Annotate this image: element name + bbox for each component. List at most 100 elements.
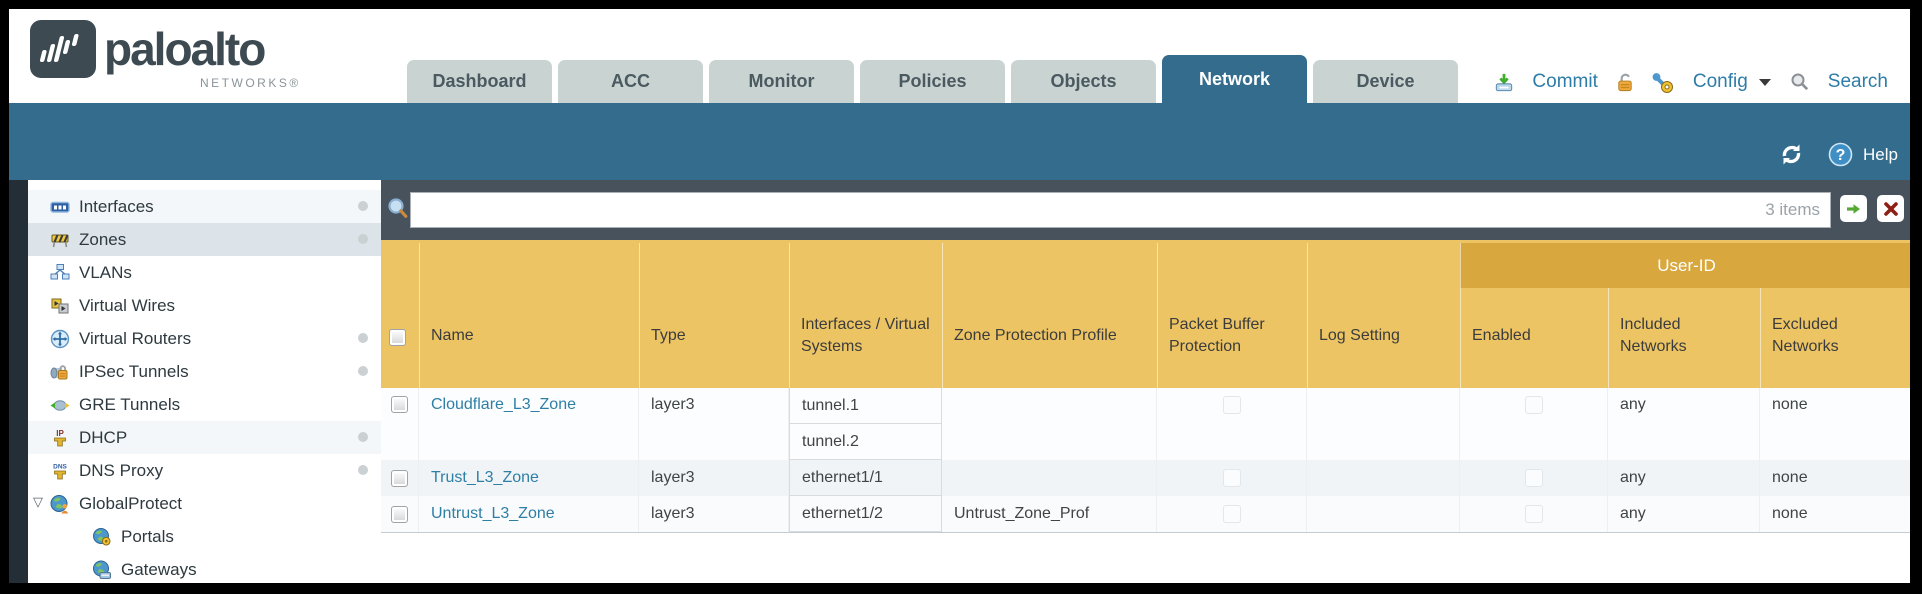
sidebar-item-virtual-wires[interactable]: Virtual Wires xyxy=(28,289,381,322)
tab-monitor[interactable]: Monitor xyxy=(709,60,854,103)
column-header-intf[interactable]: Interfaces / Virtual Systems xyxy=(801,316,930,355)
select-all-checkbox[interactable] xyxy=(389,329,406,346)
status-dot xyxy=(358,333,368,343)
dhcp-icon: IP xyxy=(50,428,70,448)
search-icon xyxy=(1790,72,1810,92)
header-divider xyxy=(419,243,420,388)
sidebar-item-gre-tunnels[interactable]: GRE Tunnels xyxy=(28,388,381,421)
packet-buffer-checkbox[interactable] xyxy=(1222,505,1241,523)
chevron-down-icon[interactable] xyxy=(1758,78,1771,86)
svg-text:?: ? xyxy=(1836,147,1846,164)
sidebar-item-portals[interactable]: Portals xyxy=(28,520,381,553)
tab-acc[interactable]: ACC xyxy=(558,60,703,103)
refresh-icon[interactable] xyxy=(1778,141,1805,168)
zone-type-cell: layer3 xyxy=(639,460,789,496)
user-id-enabled-checkbox[interactable] xyxy=(1524,469,1543,487)
column-header-zpp[interactable]: Zone Protection Profile xyxy=(954,327,1117,345)
sidebar-item-interfaces[interactable]: Interfaces xyxy=(28,190,381,223)
zone-name-link[interactable]: Trust_L3_Zone xyxy=(431,469,539,486)
sidebar-item-label: DNS Proxy xyxy=(79,460,164,480)
column-header-included[interactable]: Included Networks xyxy=(1620,316,1687,355)
sidebar-item-globalprotect[interactable]: ▽GlobalProtect xyxy=(28,487,381,520)
clear-filter-button[interactable] xyxy=(1877,195,1904,222)
included-networks-cell: any xyxy=(1608,496,1760,532)
column-header-pbp[interactable]: Packet Buffer Protection xyxy=(1169,316,1265,355)
zone-name-link[interactable]: Untrust_L3_Zone xyxy=(431,505,555,522)
interfaces-cell: ethernet1/1 xyxy=(789,460,942,496)
lock-icon[interactable] xyxy=(1615,72,1635,92)
filter-input[interactable]: 3 items xyxy=(410,192,1831,228)
sidebar-item-zones[interactable]: Zones xyxy=(28,223,381,256)
tab-objects[interactable]: Objects xyxy=(1011,60,1156,103)
zone-type: layer3 xyxy=(651,396,695,413)
config-menu-button[interactable]: Config xyxy=(1692,71,1748,92)
help-icon[interactable]: ? xyxy=(1828,142,1853,167)
user-id-enabled-checkbox[interactable] xyxy=(1524,396,1543,414)
tab-device[interactable]: Device xyxy=(1313,60,1458,103)
packet-buffer-cell xyxy=(1157,388,1307,460)
search-button[interactable]: Search xyxy=(1827,71,1888,92)
row-checkbox[interactable] xyxy=(391,469,408,487)
tab-dashboard[interactable]: Dashboard xyxy=(407,60,552,103)
row-checkbox[interactable] xyxy=(391,505,408,523)
ipsec-tunnels-icon xyxy=(50,362,70,382)
header-divider xyxy=(1760,288,1761,388)
log-setting-cell xyxy=(1307,496,1460,532)
portals-icon xyxy=(92,527,112,547)
column-header-log[interactable]: Log Setting xyxy=(1319,327,1400,345)
header-divider xyxy=(1608,288,1609,388)
commit-button[interactable]: Commit xyxy=(1532,71,1598,92)
help-label[interactable]: Help xyxy=(1863,144,1898,164)
row-checkbox[interactable] xyxy=(391,396,408,413)
sidebar-item-label: GRE Tunnels xyxy=(79,394,181,414)
zone-protection-cell xyxy=(942,388,1157,460)
header-divider xyxy=(942,243,943,388)
sidebar-item-ipsec-tunnels[interactable]: IPSec Tunnels xyxy=(28,355,381,388)
column-header-enabled[interactable]: Enabled xyxy=(1472,327,1531,345)
status-dot xyxy=(358,234,368,244)
registered-mark: ® xyxy=(289,76,301,90)
sidebar-item-vlans[interactable]: VLANs xyxy=(28,256,381,289)
sidebar-item-label: Portals xyxy=(121,526,174,546)
expander-icon[interactable]: ▽ xyxy=(33,495,43,510)
zone-type: layer3 xyxy=(651,505,695,522)
log-setting-cell xyxy=(1307,460,1460,496)
interface-name: ethernet1/1 xyxy=(790,460,941,496)
sidebar-item-dns-proxy[interactable]: DNS DNS Proxy xyxy=(28,454,381,487)
teal-band xyxy=(0,103,1922,180)
tab-policies[interactable]: Policies xyxy=(860,60,1005,103)
row-select-cell xyxy=(381,496,419,532)
config-icon xyxy=(1652,72,1675,93)
interfaces-cell: ethernet1/2 xyxy=(789,496,942,532)
included-networks-cell: any xyxy=(1608,460,1760,496)
included-networks: any xyxy=(1620,396,1646,413)
dns-proxy-icon: DNS xyxy=(50,461,70,481)
column-header-name[interactable]: Name xyxy=(431,327,474,345)
column-header-excluded[interactable]: Excluded Networks xyxy=(1772,316,1839,355)
column-header-type[interactable]: Type xyxy=(651,327,686,345)
interface-name: tunnel.1 xyxy=(790,388,941,424)
zone-name-link[interactable]: Cloudflare_L3_Zone xyxy=(431,396,576,413)
status-dot xyxy=(358,432,368,442)
packet-buffer-checkbox[interactable] xyxy=(1222,396,1241,414)
tab-network[interactable]: Network xyxy=(1162,55,1307,103)
brand-subtitle-text: NETWORKS xyxy=(200,76,290,90)
header-actions: Commit Config Search xyxy=(1494,62,1888,102)
header-divider xyxy=(1460,243,1461,388)
packet-buffer-cell xyxy=(1157,496,1307,532)
paloalto-logo-icon xyxy=(30,20,96,78)
user-id-enabled-checkbox[interactable] xyxy=(1524,505,1543,523)
interface-name: tunnel.2 xyxy=(790,424,941,460)
sidebar-item-gateways[interactable]: Gateways xyxy=(28,553,381,583)
excluded-networks-cell: none xyxy=(1760,388,1913,460)
apply-filter-button[interactable] xyxy=(1840,195,1867,222)
packet-buffer-checkbox[interactable] xyxy=(1222,469,1241,487)
gateways-icon xyxy=(92,560,112,580)
packet-buffer-cell xyxy=(1157,460,1307,496)
excluded-networks-cell: none xyxy=(1760,496,1913,532)
globalprotect-icon xyxy=(50,494,70,514)
sidebar-item-virtual-routers[interactable]: Virtual Routers xyxy=(28,322,381,355)
